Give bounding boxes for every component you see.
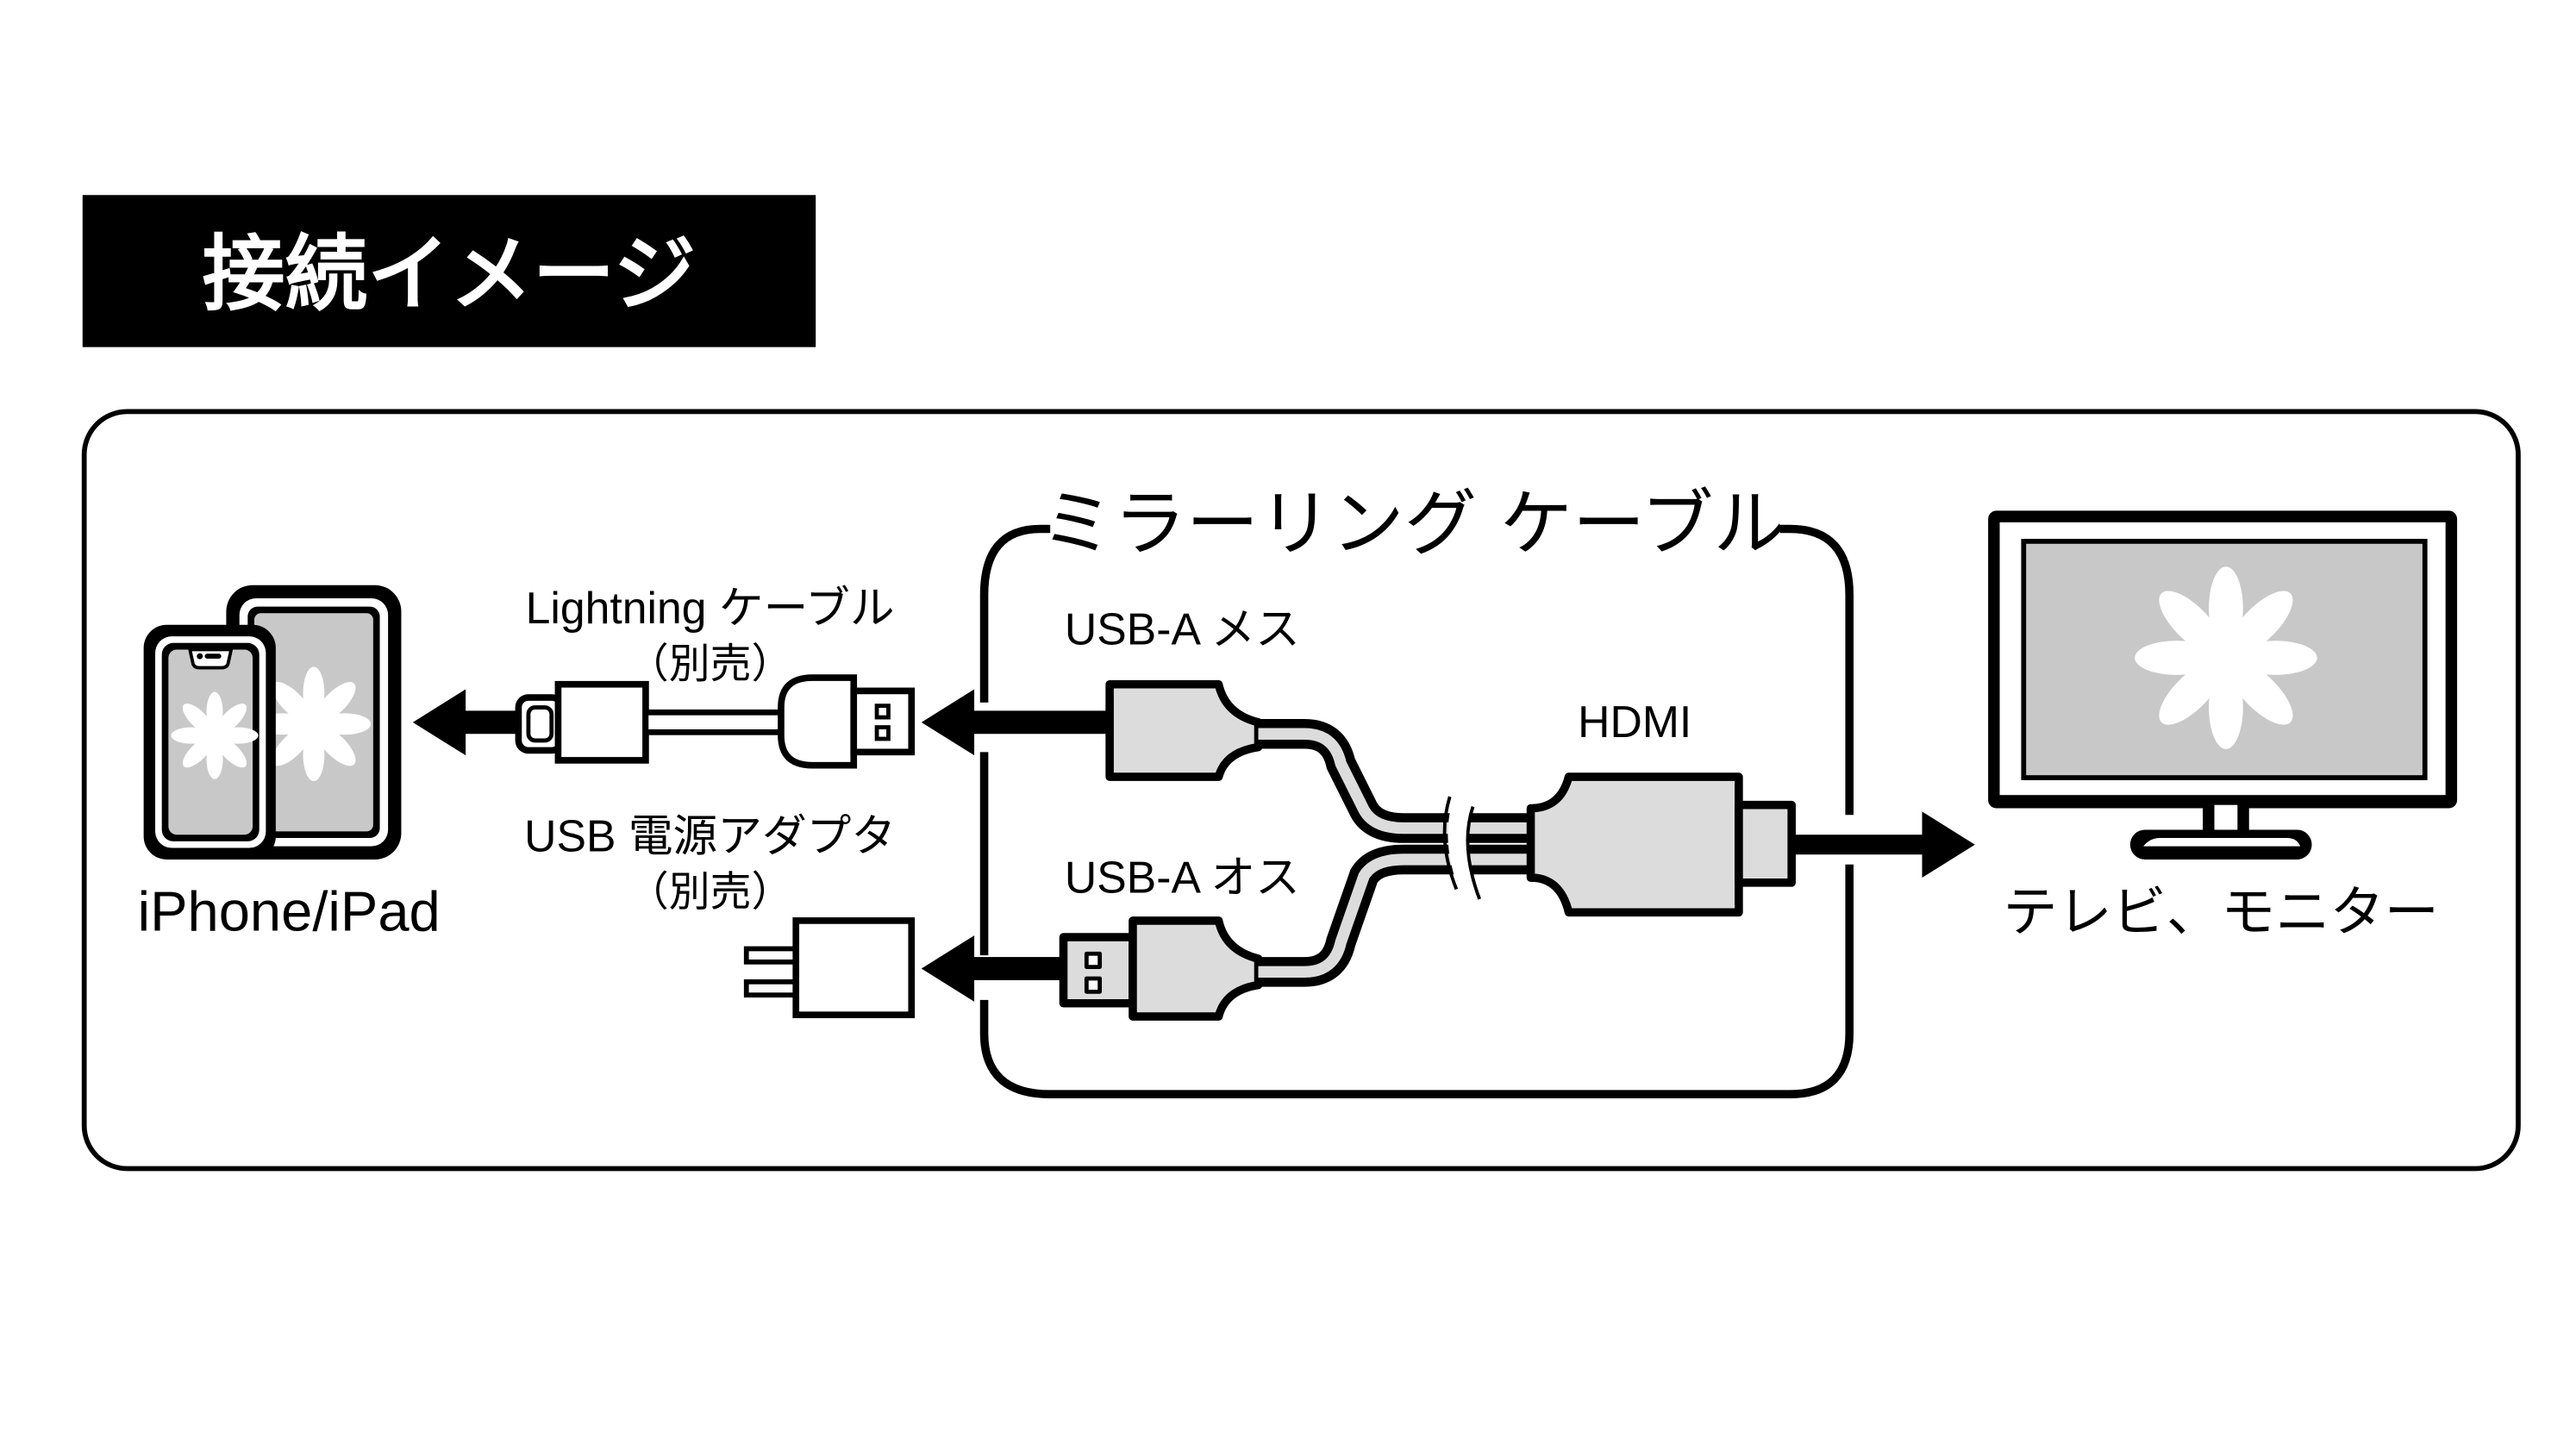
phone-tablet-icon [143, 585, 402, 860]
arrow-to-tv [1791, 811, 1975, 878]
usb-adapter-label: USB 電源アダプタ [524, 810, 896, 860]
tv-monitor-icon [1988, 510, 2458, 860]
lightning-cable-label: Lightning ケーブル [526, 583, 895, 633]
mirroring-cable-label: ミラーリング ケーブル [1041, 481, 1785, 566]
usb-a-female-label: USB-A メス [1065, 604, 1300, 654]
title-text: 接続イメージ [203, 226, 697, 322]
title-banner: 接続イメージ [82, 195, 816, 347]
usb-a-male-connector [1059, 916, 1263, 1021]
usb-adapter-note: （別売） [628, 869, 792, 916]
hdmi-connector [1526, 772, 1796, 917]
usb-a-male-label: USB-A オス [1065, 852, 1300, 902]
cable-break-mark [1442, 796, 1481, 900]
arrow-to-iphone [412, 689, 521, 756]
display-device-label: テレビ、モニター [2003, 879, 2439, 943]
mirroring-cable-bracket [979, 524, 1854, 1099]
usb-a-female-connector [1105, 679, 1263, 781]
usb-power-adapter-icon [743, 917, 916, 1019]
lightning-cable-icon [515, 674, 916, 769]
arrow-to-adapter [921, 935, 1071, 1002]
source-device-label: iPhone/iPad [138, 879, 441, 942]
lightning-cable-note: （別売） [628, 641, 792, 688]
hdmi-label: HDMI [1578, 697, 1691, 747]
diagram-frame [81, 409, 2521, 1172]
arrow-to-lightning [921, 689, 1107, 756]
y-split-cable [1258, 719, 1533, 987]
